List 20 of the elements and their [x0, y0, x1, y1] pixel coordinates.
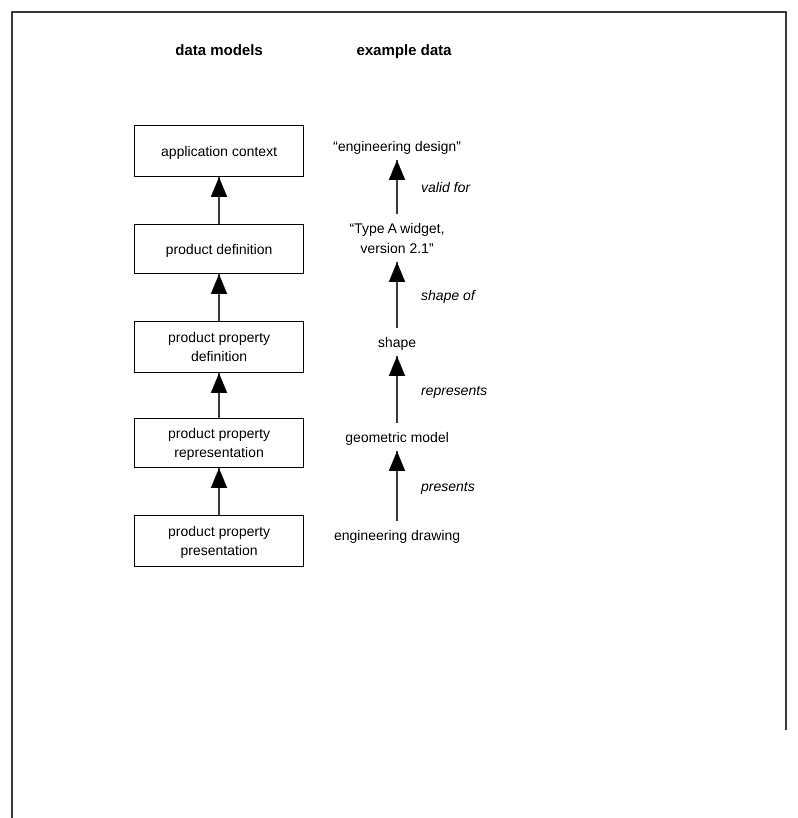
arrow: [388, 451, 406, 521]
arrow: [388, 356, 406, 423]
entity-box: product definition: [134, 224, 304, 274]
column-heading: data models: [175, 42, 263, 59]
example-text: “engineering design”: [333, 136, 461, 156]
arrow: [210, 274, 228, 321]
arrow: [210, 468, 228, 515]
example-text: shape: [378, 332, 416, 352]
example-text: geometric model: [345, 427, 449, 447]
entity-box: product property definition: [134, 321, 304, 373]
example-text: “Type A widget, version 2.1”: [332, 218, 462, 258]
entity-box: product property representation: [134, 418, 304, 468]
arrow: [210, 373, 228, 418]
column-heading: example data: [356, 42, 452, 59]
arrow: [388, 160, 406, 214]
entity-box: product property presentation: [134, 515, 304, 567]
example-text: engineering drawing: [334, 525, 460, 545]
arrow: [210, 177, 228, 224]
entity-box: application context: [134, 125, 304, 177]
arrow: [388, 262, 406, 328]
